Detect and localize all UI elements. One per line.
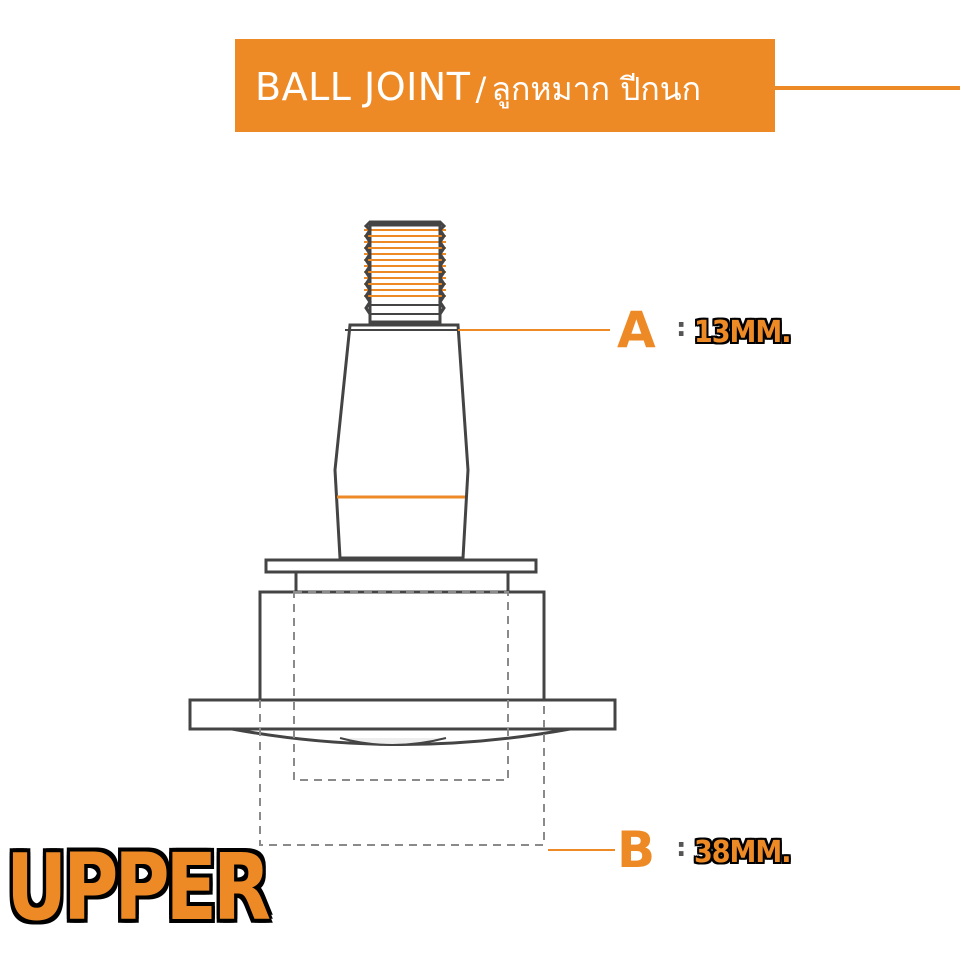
dimension-b-value: 38MM. <box>694 835 792 870</box>
mounting-flange <box>188 698 617 746</box>
dust-boot-plates <box>264 558 538 594</box>
title-leader-line <box>775 86 960 90</box>
title-separator: / <box>475 70 487 108</box>
dimension-a-value: 13MM. <box>694 315 792 350</box>
stud-threads <box>364 229 446 297</box>
title-text: BALL JOINT / ลูกหมาก ปีกนก <box>255 62 701 112</box>
threaded-stud <box>363 220 447 325</box>
dimension-a-letter: A <box>617 301 656 359</box>
part-name-thai: ลูกหมาก ปีกนก <box>491 70 702 108</box>
dimension-b-letter: B <box>617 821 656 879</box>
title-banner <box>235 39 775 132</box>
housing-body <box>258 590 570 703</box>
part-name: BALL JOINT <box>255 65 471 109</box>
position-label: UPPER <box>6 834 271 941</box>
dimension-b-colon: : <box>676 833 687 863</box>
hidden-lines <box>259 591 545 846</box>
tapered-shank <box>333 323 610 560</box>
dimension-a-colon: : <box>676 313 687 343</box>
